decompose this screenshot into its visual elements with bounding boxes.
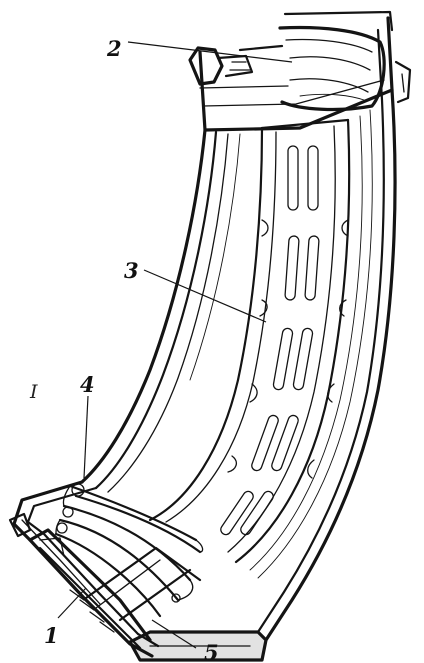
magazine-body [80,10,412,642]
callout-1: 1 [44,623,59,648]
magazine-ribs [107,109,373,579]
stray-mark: I [29,381,38,403]
callout-4: 4 [80,372,95,397]
callout-2: 2 [106,36,122,61]
callout-5: 5 [204,640,219,663]
floor-plate-assembly [8,480,268,662]
follower-slots [220,145,320,536]
callout-3: 3 [124,258,139,283]
follower-plate [148,118,351,564]
cartridge-at-feed-lips [188,25,386,112]
leader-lines [57,41,293,649]
